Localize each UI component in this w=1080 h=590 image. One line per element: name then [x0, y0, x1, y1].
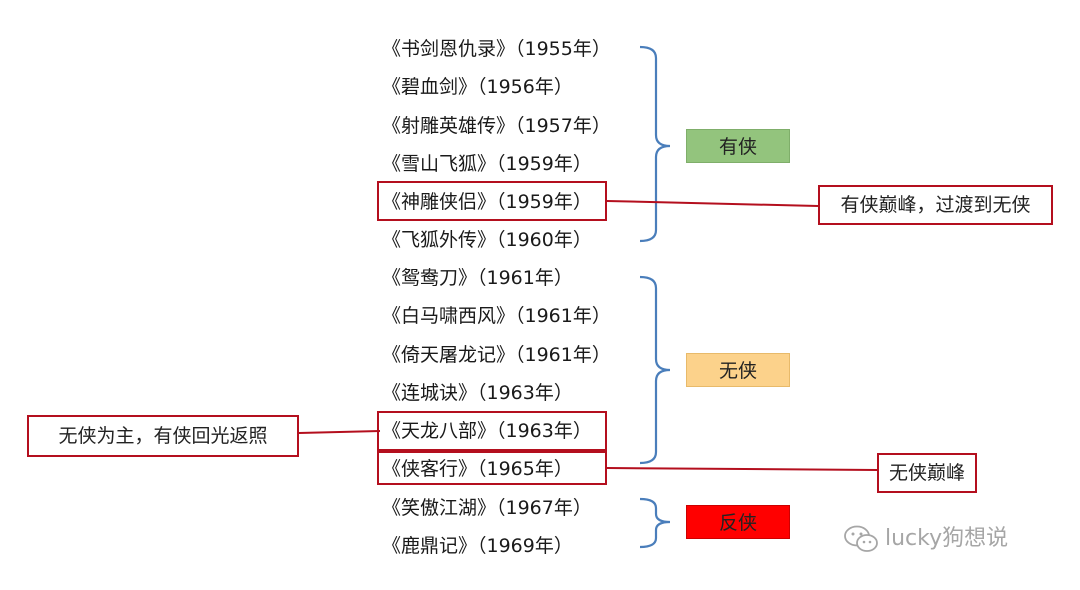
connector-peak-wu-xia: [606, 467, 878, 471]
bracket-you-xia: [639, 45, 671, 243]
watermark-text: lucky狗想说: [885, 526, 1009, 551]
book-item: 《雪山飞狐》（1959年）: [382, 153, 592, 175]
group-tag-wu-xia: 无侠: [686, 353, 790, 387]
book-item: 《书剑恩仇录》（1955年）: [382, 38, 611, 60]
highlight-box-tian-long: [377, 411, 607, 451]
book-item: 《神雕侠侣》（1959年）: [382, 191, 592, 213]
note-peak-you-xia: 有侠巅峰，过渡到无侠: [818, 185, 1053, 225]
book-item: 《天龙八部》（1963年）: [382, 420, 592, 442]
book-item: 《鸳鸯刀》（1961年）: [382, 267, 573, 289]
book-item: 《鹿鼎记》（1969年）: [382, 535, 573, 557]
book-item: 《射雕英雄传》（1957年）: [382, 115, 611, 137]
highlight-box-xia-ke-xing: [377, 451, 607, 485]
book-item: 《侠客行》（1965年）: [382, 458, 573, 480]
note-peak-wu-xia: 无侠巅峰: [877, 453, 977, 493]
note-wu-xia-main: 无侠为主，有侠回光返照: [27, 415, 299, 457]
bracket-fan-xia: [639, 497, 671, 549]
book-item: 《倚天屠龙记》（1961年）: [382, 344, 611, 366]
book-item: 《连城诀》（1963年）: [382, 382, 573, 404]
wechat-icon: [844, 525, 878, 552]
connector-wu-xia-main: [298, 430, 381, 434]
highlight-box-shen-diao: [377, 181, 607, 221]
bracket-wu-xia: [639, 275, 671, 465]
book-item: 《碧血剑》（1956年）: [382, 76, 573, 98]
book-item: 《飞狐外传》（1960年）: [382, 229, 592, 251]
book-item: 《白马啸西风》（1961年）: [382, 305, 611, 327]
book-item: 《笑傲江湖》（1967年）: [382, 497, 592, 519]
group-tag-fan-xia: 反侠: [686, 505, 790, 539]
group-tag-you-xia: 有侠: [686, 129, 790, 163]
connector-peak-you-xia: [606, 200, 819, 207]
